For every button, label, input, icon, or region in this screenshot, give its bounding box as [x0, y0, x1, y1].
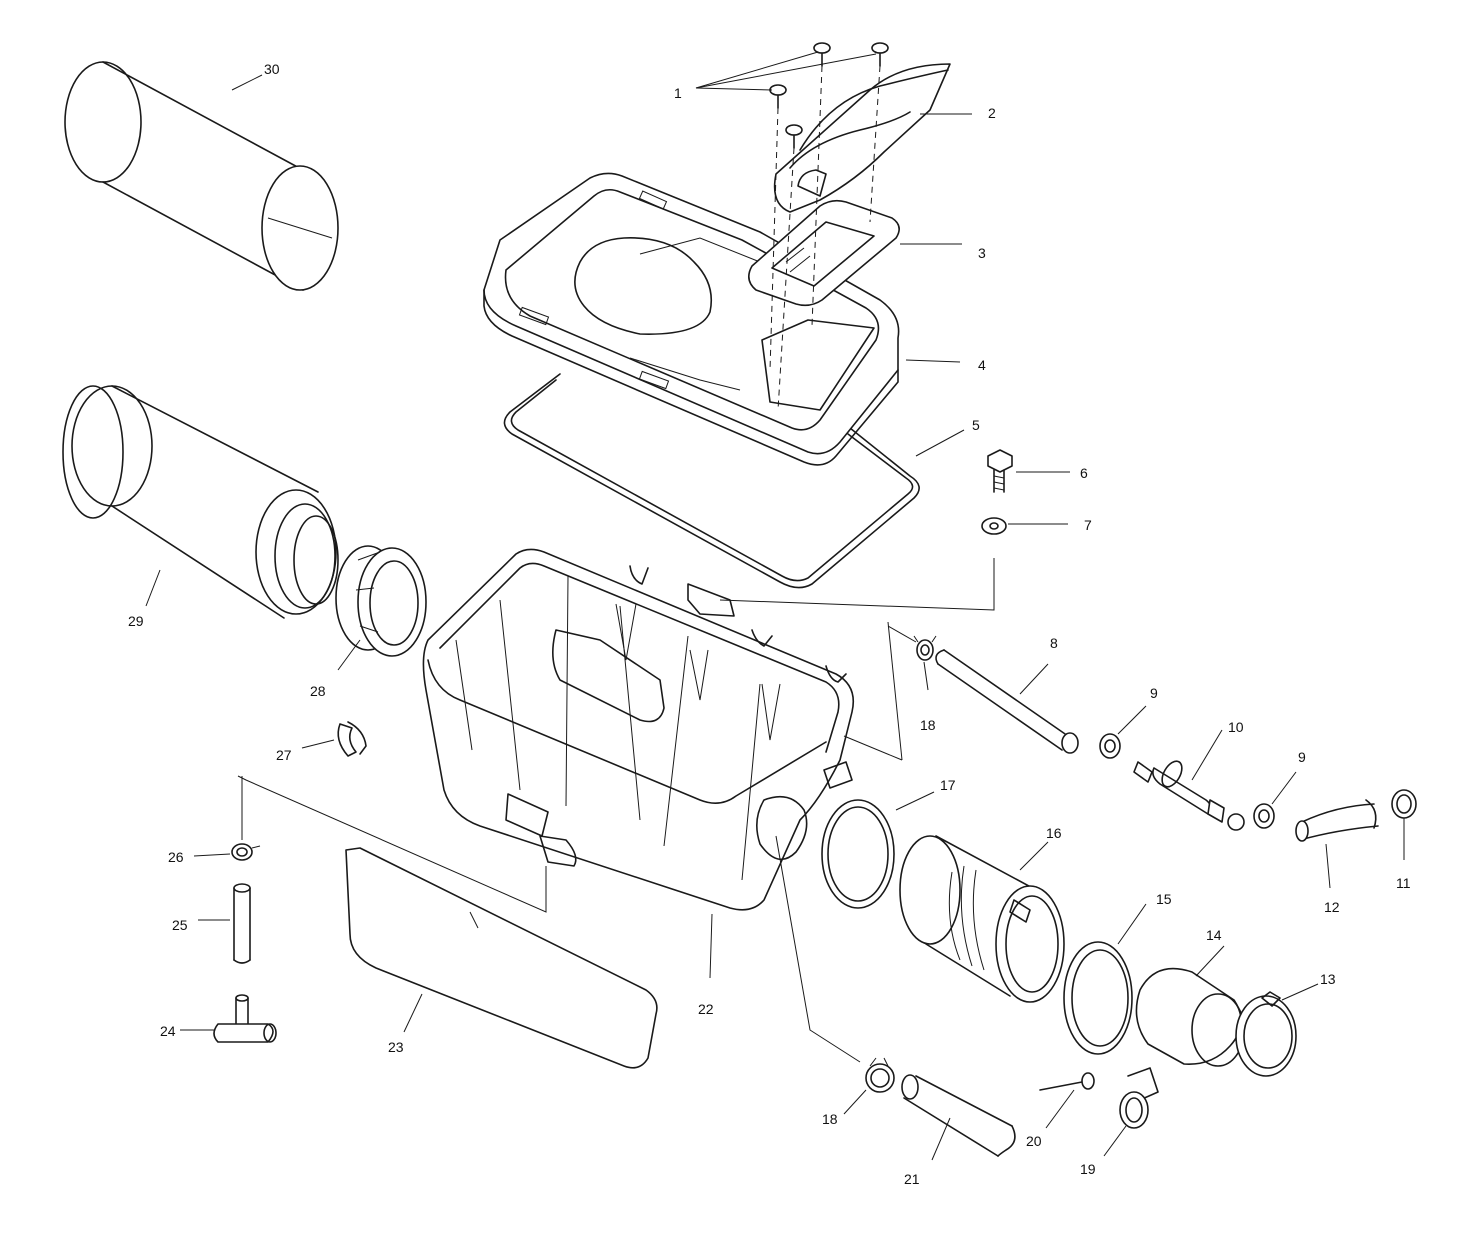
callout-9-left: 9 — [1150, 685, 1158, 701]
callout-10: 10 — [1228, 719, 1244, 735]
part-22-airbox-body — [422, 548, 903, 979]
part-16-outlet-duct — [899, 835, 1065, 1003]
part-1-screws — [695, 42, 889, 411]
callout-18-lower: 18 — [822, 1111, 838, 1127]
callout-29: 29 — [128, 613, 144, 629]
callout-19: 19 — [1080, 1161, 1096, 1177]
callout-4: 4 — [978, 357, 986, 373]
callout-15: 15 — [1156, 891, 1172, 907]
callout-24: 24 — [160, 1023, 176, 1039]
callout-6: 6 — [1080, 465, 1088, 481]
callout-28: 28 — [310, 683, 326, 699]
callout-23: 23 — [388, 1039, 404, 1055]
part-10-check-valve — [1133, 729, 1245, 831]
callout-27: 27 — [276, 747, 292, 763]
screw-d — [785, 124, 803, 149]
callout-8: 8 — [1050, 635, 1058, 651]
callout-20: 20 — [1026, 1133, 1042, 1149]
part-30-prefilter-sleeve — [64, 61, 339, 291]
part-14-boot — [1135, 945, 1245, 1067]
callout-5: 5 — [972, 417, 980, 433]
part-9-right-clamp — [1253, 771, 1297, 829]
callout-13: 13 — [1320, 971, 1336, 987]
part-15-seal-ring — [1063, 903, 1147, 1055]
part-8-breather-hose — [935, 649, 1079, 754]
screw-a — [813, 42, 831, 67]
part-25-drain-hose — [198, 883, 251, 964]
part-9-left-clamp — [1099, 705, 1147, 759]
callout-1: 1 — [674, 85, 682, 101]
part-19-p-clip — [1103, 1067, 1159, 1157]
part-28-adapter-ring — [335, 545, 427, 671]
callout-2: 2 — [988, 105, 996, 121]
callout-7: 7 — [1084, 517, 1092, 533]
callout-22: 22 — [698, 1001, 714, 1017]
callout-labels: 1 2 3 4 5 6 7 8 9 10 9 11 12 13 14 15 16… — [128, 61, 1411, 1187]
callout-9-right: 9 — [1298, 749, 1306, 765]
part-26-small-clamp — [193, 776, 261, 861]
part-2-inlet-snorkel — [773, 63, 972, 213]
callout-21: 21 — [904, 1171, 920, 1187]
callout-12: 12 — [1324, 899, 1340, 915]
part-18-upper-clamp — [887, 625, 937, 691]
callout-3: 3 — [978, 245, 986, 261]
part-13-large-clamp — [1235, 983, 1319, 1077]
part-3-lid-plate — [748, 199, 962, 307]
part-17-o-ring — [821, 791, 935, 909]
screw-b — [871, 42, 889, 67]
part-12-vent-hose — [1295, 799, 1379, 889]
callout-30: 30 — [264, 61, 280, 77]
callout-11: 11 — [1396, 875, 1411, 891]
part-6-bolt — [987, 449, 1070, 493]
part-11-clamp — [1391, 789, 1417, 860]
part-18-lower-clamp — [775, 835, 895, 1115]
callout-25: 25 — [172, 917, 188, 933]
callout-17: 17 — [940, 777, 956, 793]
callout-18-upper: 18 — [920, 717, 936, 733]
callout-14: 14 — [1206, 927, 1222, 943]
part-21-hose — [901, 1074, 1016, 1161]
part-29-air-filter — [62, 385, 339, 619]
callout-26: 26 — [168, 849, 184, 865]
part-24-t-fitting — [180, 994, 277, 1043]
callout-16: 16 — [1046, 825, 1062, 841]
part-5-gasket — [503, 373, 965, 589]
part-20-rivet — [1039, 1072, 1095, 1129]
part-4-airbox-lid — [483, 172, 961, 466]
part-27-clip — [301, 721, 367, 757]
part-7-washer — [719, 517, 1068, 611]
screw-c — [769, 84, 787, 109]
